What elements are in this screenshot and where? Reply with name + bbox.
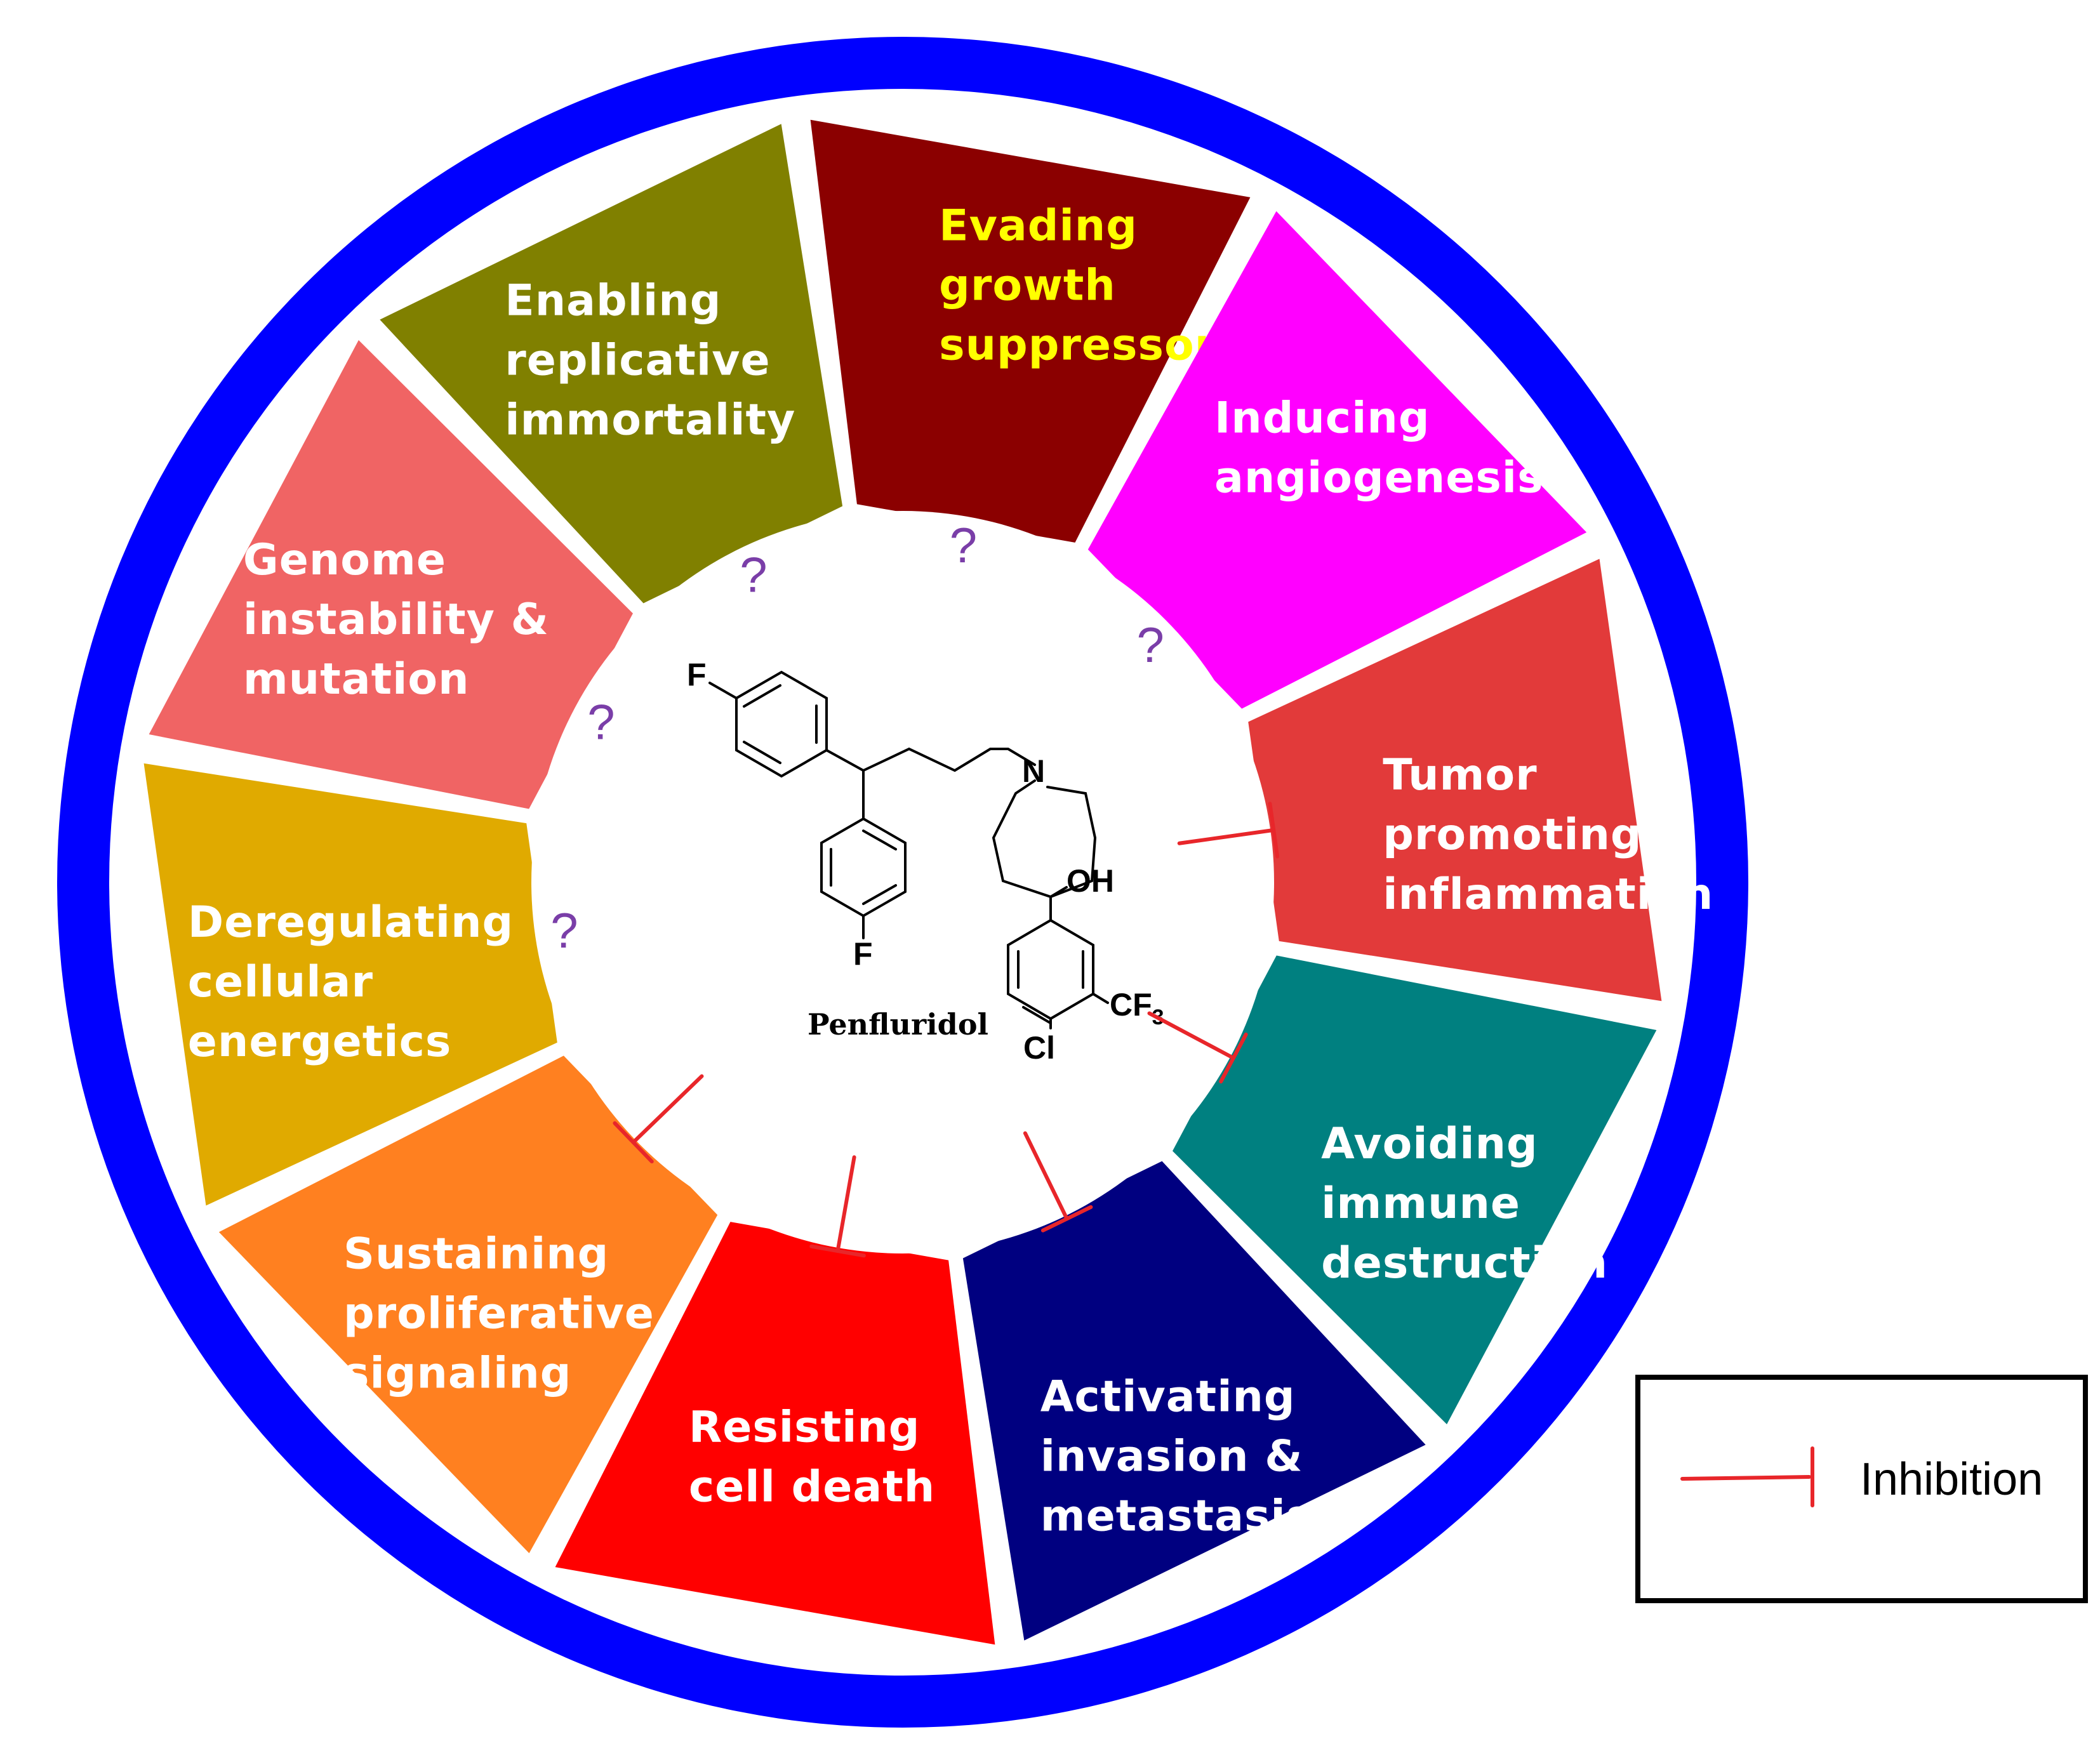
segment-label-genome: Genome instability & mutation [243, 535, 549, 704]
segment-label-line: Enabling [505, 276, 721, 326]
ring-b-inner-bond-1 [862, 830, 897, 850]
inhibition-stem-resisting [835, 1155, 856, 1253]
segment-label-evading: Evading growth suppressors [939, 201, 1243, 371]
interaction-markers: ????? [550, 517, 1280, 1258]
atom-cl: Cl [1023, 1030, 1055, 1066]
segment-label-line: Evading [939, 201, 1138, 251]
segment-label-line: promoting [1383, 810, 1642, 860]
segment-label-line: Resisting [689, 1402, 920, 1452]
segment-label-line: growth [939, 261, 1116, 311]
inhibition-stem-tumor [1177, 828, 1276, 845]
legend-inhibition-label: Inhibition [1860, 1454, 2043, 1505]
segment-activating [962, 1161, 1426, 1641]
inhibition-bar-sustaining [613, 1121, 654, 1164]
segment-sustaining [218, 1055, 718, 1554]
question-mark-deregulating: ? [550, 903, 578, 958]
atom-oh: OH [1067, 863, 1114, 899]
segment-label-line: replicative [505, 336, 770, 386]
f-top-bond [708, 682, 738, 699]
segment-inducing [1087, 211, 1587, 709]
oh-bond [1049, 886, 1068, 898]
segment-label-deregulating: Deregulating cellular energetics [188, 897, 514, 1067]
ring-a-to-ch [825, 749, 865, 772]
segment-label-line: proliferative [343, 1289, 655, 1339]
ring-a-inner-bond-3 [743, 741, 781, 764]
inhibition-bar-tumor [1268, 802, 1280, 859]
segment-label-resisting: Resisting cell death [689, 1402, 935, 1512]
legend-box [1635, 1375, 2088, 1603]
atom-cf3: CF3 [1110, 987, 1164, 1029]
segment-label-activating: Activating invasion & metastasis [1040, 1372, 1313, 1541]
question-mark-genome: ? [587, 694, 615, 750]
segment-tumor [1248, 559, 1662, 1002]
segment-label-line: Inducing [1214, 393, 1430, 443]
segment-label-line: Avoiding [1321, 1119, 1538, 1169]
penfluridol-structure: F F N OH CF3 Cl Penfluridol [687, 657, 1164, 1066]
legend: Inhibition [1635, 1375, 2088, 1603]
segment-label-enabling: Enabling replicative immortality [505, 276, 795, 446]
segment-label-inducing: Inducing angiogenesis [1214, 393, 1544, 503]
segment-label-line: immune [1321, 1179, 1520, 1229]
segment-label-line: energetics [188, 1017, 452, 1067]
question-mark-evading: ? [950, 517, 977, 573]
inhibition-stem-avoiding [1147, 1011, 1235, 1060]
segment-label-avoiding: Avoiding immune destruction [1321, 1119, 1608, 1288]
segment-avoiding [1173, 955, 1657, 1425]
segment-label-line: immortality [505, 395, 795, 446]
drug-name: Penfluridol [807, 1007, 988, 1042]
segment-evading [810, 119, 1251, 543]
ring-c-inner-bond-3 [1022, 1006, 1052, 1024]
segment-label-line: signaling [343, 1349, 571, 1399]
segment-label-line: inflammation [1383, 870, 1713, 920]
segment-label-line: Activating [1040, 1372, 1296, 1422]
segment-enabling [380, 124, 843, 604]
inhibition-stem-sustaining [631, 1074, 704, 1144]
cf3-bond [1092, 993, 1109, 1004]
segment-label-line: angiogenesis [1214, 453, 1544, 503]
question-mark-enabling: ? [740, 547, 767, 603]
segment-label-line: Deregulating [188, 897, 514, 948]
segment-label-line: invasion & [1040, 1431, 1303, 1481]
segment-label-line: cellular [188, 957, 373, 1007]
segment-deregulating [143, 763, 557, 1206]
segment-label-line: Genome [243, 535, 446, 585]
segment-genome [149, 340, 633, 809]
inhibition-bar-resisting [809, 1244, 866, 1258]
ring-b-inner-bond-2 [862, 884, 897, 905]
segment-label-line: instability & [243, 595, 549, 645]
center-disc [531, 511, 1274, 1253]
legend-inhibition-stem [1680, 1475, 1811, 1481]
ring-a-inner-bond-1 [743, 684, 781, 708]
segment-label-line: destruction [1321, 1238, 1608, 1288]
segment-resisting [555, 1222, 995, 1645]
inhibition-stem-activating [1023, 1131, 1069, 1221]
butyl-chain [862, 747, 1036, 772]
atom-f-bottom: F [853, 936, 873, 972]
inhibition-bar-avoiding [1219, 1032, 1248, 1084]
segment-label-line: Tumor [1383, 750, 1537, 800]
segment-label-line: Sustaining [343, 1229, 609, 1280]
atom-f-top: F [687, 657, 707, 692]
segment-label-sustaining: Sustaining proliferative signaling [343, 1229, 655, 1399]
atom-n: N [1022, 753, 1045, 789]
question-mark-inducing: ? [1136, 617, 1164, 673]
segment-label-line: mutation [243, 654, 470, 704]
inhibition-bar-activating [1040, 1205, 1093, 1233]
segment-label-line: cell death [689, 1462, 935, 1512]
segment-label-line: metastasis [1040, 1491, 1313, 1541]
segment-label-tumor: Tumor promoting inflammation [1383, 750, 1713, 920]
segment-label-line: suppressors [939, 321, 1243, 371]
